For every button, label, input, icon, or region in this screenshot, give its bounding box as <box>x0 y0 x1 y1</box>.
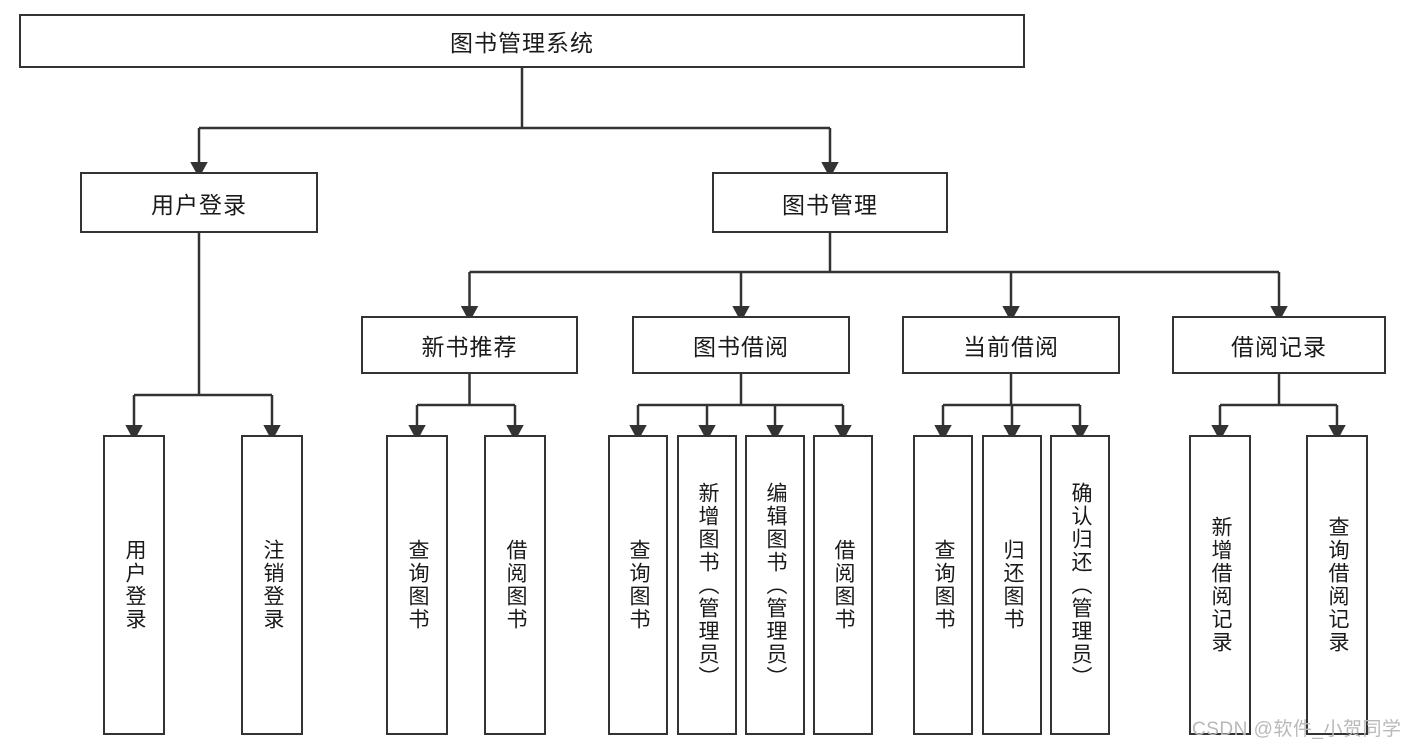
node-root[interactable]: 图书管理系统 <box>19 14 1025 68</box>
node-label: 归还图书 <box>1001 539 1025 631</box>
node-label: 图书管理 <box>782 191 878 218</box>
node-leaf-query-book-2[interactable]: 查询图书 <box>608 435 668 735</box>
node-book-manage[interactable]: 图书管理 <box>712 172 948 233</box>
node-leaf-add-record[interactable]: 新增借阅记录 <box>1189 435 1251 735</box>
node-leaf-logout[interactable]: 注销登录 <box>241 435 303 735</box>
node-label: 查询图书 <box>627 539 651 631</box>
node-label: 新书推荐 <box>421 334 518 360</box>
node-label: 注销登录 <box>261 539 285 631</box>
node-label: 确认归还（管理员） <box>1069 481 1093 689</box>
node-leaf-return-book[interactable]: 归还图书 <box>982 435 1042 735</box>
node-label: 图书管理系统 <box>450 30 594 56</box>
node-label: 图书借阅 <box>693 334 789 360</box>
csdn-watermark: CSDN @软件_小贺同学 <box>1192 719 1402 740</box>
node-leaf-borrow-book-1[interactable]: 借阅图书 <box>484 435 546 735</box>
node-borrow-record[interactable]: 借阅记录 <box>1172 316 1386 374</box>
node-leaf-user-login[interactable]: 用户登录 <box>103 435 165 735</box>
node-label: 用户登录 <box>123 539 147 631</box>
node-label: 借阅图书 <box>832 539 856 631</box>
node-leaf-add-book[interactable]: 新增图书（管理员） <box>677 435 737 735</box>
node-leaf-confirm-return[interactable]: 确认归还（管理员） <box>1050 435 1110 735</box>
node-leaf-edit-book[interactable]: 编辑图书（管理员） <box>745 435 805 735</box>
node-label: 借阅记录 <box>1231 334 1327 360</box>
node-label: 查询图书 <box>406 539 430 631</box>
node-label: 用户登录 <box>151 191 247 218</box>
node-leaf-borrow-book-2[interactable]: 借阅图书 <box>813 435 873 735</box>
node-label: 新增图书（管理员） <box>696 481 720 689</box>
node-new-book-recommend[interactable]: 新书推荐 <box>361 316 578 374</box>
node-leaf-query-book-3[interactable]: 查询图书 <box>913 435 973 735</box>
node-leaf-query-book-1[interactable]: 查询图书 <box>386 435 448 735</box>
node-label: 当前借阅 <box>963 334 1059 360</box>
node-label: 编辑图书（管理员） <box>764 481 788 689</box>
node-label: 查询图书 <box>932 539 956 631</box>
node-book-borrow[interactable]: 图书借阅 <box>632 316 850 374</box>
node-label: 借阅图书 <box>504 539 528 631</box>
node-current-borrow[interactable]: 当前借阅 <box>902 316 1120 374</box>
node-user-login[interactable]: 用户登录 <box>80 172 318 233</box>
node-label: 查询借阅记录 <box>1326 516 1350 654</box>
node-label: 新增借阅记录 <box>1209 516 1233 654</box>
node-leaf-query-record[interactable]: 查询借阅记录 <box>1306 435 1368 735</box>
